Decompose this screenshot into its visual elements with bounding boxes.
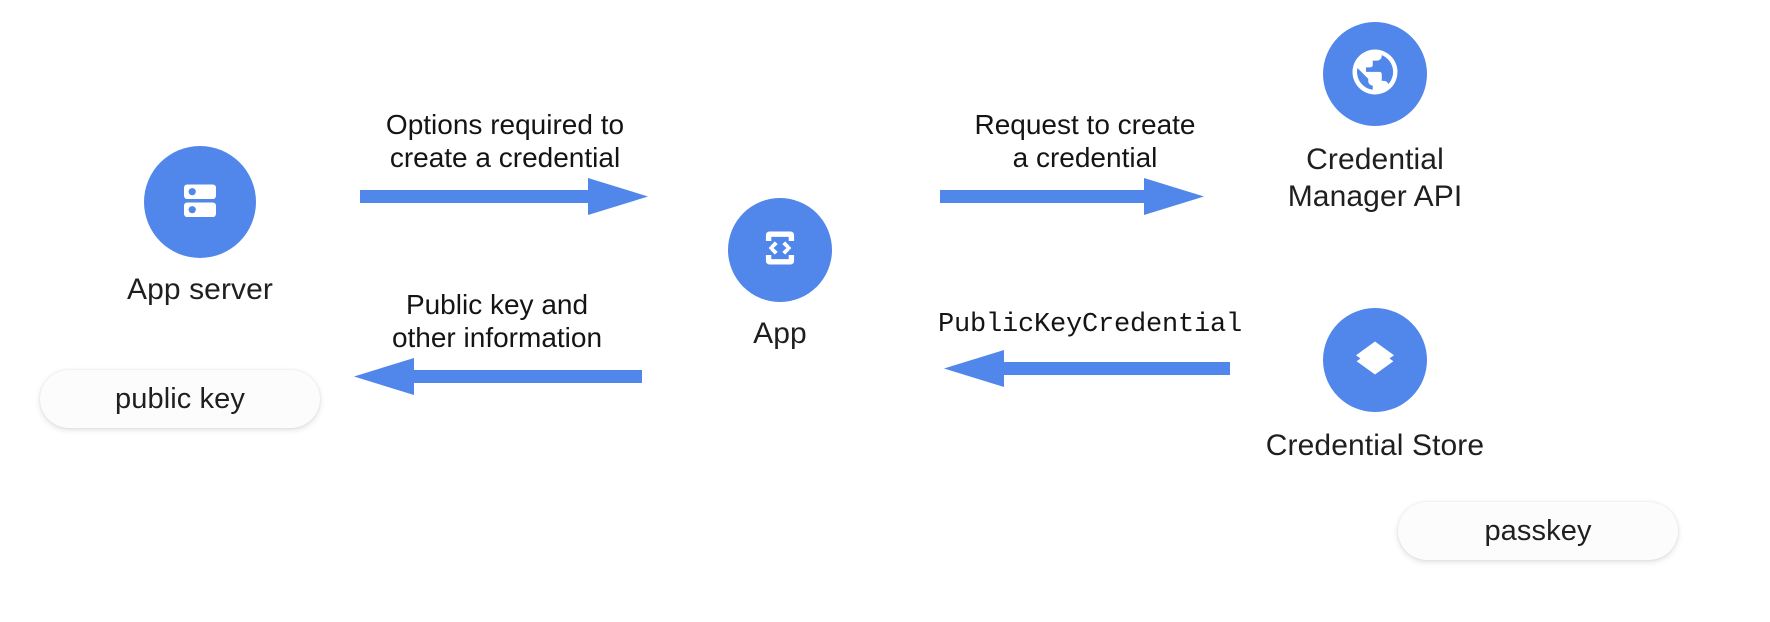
app-code-phone-icon — [753, 221, 807, 280]
node-app-server-label: App server — [126, 273, 274, 306]
app-server-icon-circle — [144, 146, 256, 258]
arrow-public-key-credential: PublicKeyCredential — [920, 310, 1260, 392]
pill-passkey-label: passkey — [1484, 514, 1592, 547]
globe-icon — [1346, 43, 1404, 106]
node-credential-manager-api-label: Credential Manager API — [1287, 143, 1463, 213]
pill-passkey: passkey — [1398, 502, 1678, 560]
node-app-label: App — [753, 317, 807, 350]
arrow-left-icon — [944, 349, 1230, 387]
arrow-options-required-caption: Options required to create a credential — [385, 109, 625, 174]
arrow-right-icon — [940, 178, 1204, 216]
arrow-public-key-and-other-information-caption: Public key and other information — [391, 289, 603, 354]
node-credential-store: Credential Store — [1230, 308, 1520, 465]
layers-icon — [1347, 330, 1403, 391]
node-credential-store-label: Credential Store — [1265, 429, 1485, 462]
server-icon — [172, 172, 228, 233]
app-icon-circle — [728, 198, 832, 302]
node-app: App — [690, 198, 870, 353]
credential-manager-api-icon-circle — [1323, 22, 1427, 126]
node-credential-manager-api: Credential Manager API — [1230, 22, 1520, 215]
arrow-public-key-and-other-information: Public key and other information — [352, 288, 642, 400]
arrow-right-icon — [360, 178, 648, 216]
arrow-request-to-create-caption: Request to create a credential — [974, 109, 1196, 174]
pill-public-key-label: public key — [115, 382, 245, 415]
pill-public-key: public key — [40, 370, 320, 428]
arrow-public-key-credential-caption: PublicKeyCredential — [937, 310, 1243, 340]
arrow-left-icon — [354, 358, 642, 396]
node-app-server: App server — [60, 146, 340, 309]
arrow-options-required: Options required to create a credential — [360, 108, 650, 220]
arrow-request-to-create: Request to create a credential — [940, 108, 1230, 220]
credential-store-icon-circle — [1323, 308, 1427, 412]
